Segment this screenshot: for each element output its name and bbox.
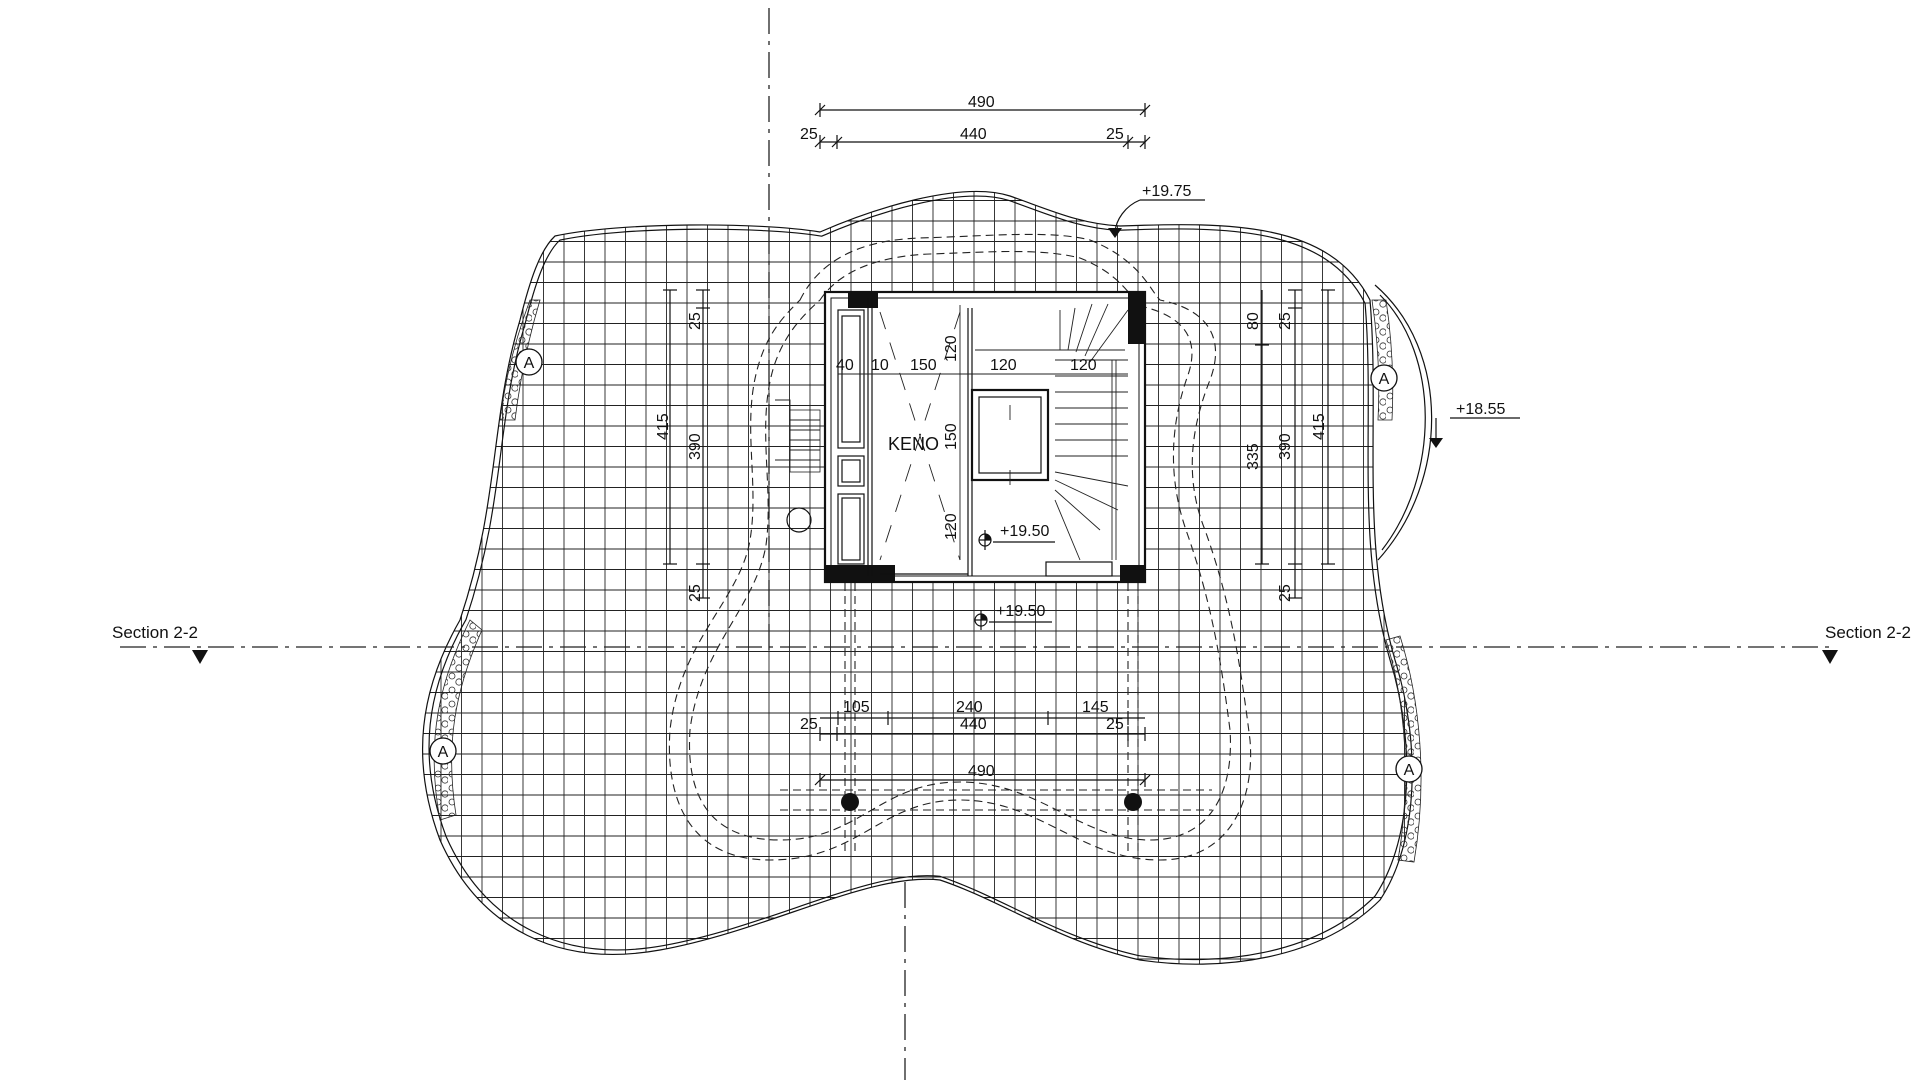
dim-right-part: 335: [1245, 443, 1262, 470]
dims-top: [814, 103, 1151, 149]
dim-bottom-left-end: 25: [800, 716, 818, 733]
dim-top-right-end: 25: [1106, 126, 1124, 143]
dim-left-inner: 390: [687, 433, 704, 460]
dims-bottom: [814, 711, 1151, 787]
dim-right-top-b: 25: [1277, 312, 1294, 330]
dim-bottom-right-end: 25: [1106, 716, 1124, 733]
svg-text:A: A: [1404, 762, 1415, 779]
dims-left: [663, 289, 710, 599]
canopy-arc: [1374, 284, 1433, 561]
svg-text:+19.50: +19.50: [996, 603, 1045, 620]
dims-right: [1255, 289, 1335, 599]
pebble-edge-right: [1371, 299, 1422, 863]
dim-top-middle: 440: [960, 126, 987, 143]
section-arrow-left: [192, 650, 208, 664]
column-dot-right: [1124, 793, 1142, 811]
dim-bottom-seg1: 105: [843, 699, 870, 716]
dim-left-top: 25: [687, 312, 704, 330]
section-label-left: Section 2-2: [112, 623, 198, 642]
dim-bottom-middle: 440: [960, 716, 987, 733]
svg-text:+19.50: +19.50: [1000, 523, 1049, 540]
level-marker-floor-inner: +19.50: [978, 523, 1055, 550]
dim-int-150h: 150: [910, 357, 937, 374]
dim-right-inner: 390: [1277, 433, 1294, 460]
svg-text:A: A: [1379, 371, 1390, 388]
dim-int-120h-b: 120: [1070, 357, 1097, 374]
dim-top-overall: 490: [968, 94, 995, 111]
dashed-contour-outer: [668, 233, 1252, 861]
roof-outline-outer: [421, 190, 1413, 965]
dim-top-left-end: 25: [800, 126, 818, 143]
column-lines: [780, 583, 1212, 855]
dim-left-outer: 415: [655, 413, 672, 440]
dim-int-10: 10: [871, 357, 889, 374]
dim-bottom-overall: 490: [968, 763, 995, 780]
section-arrow-right: [1822, 650, 1838, 664]
room-name: KENO: [888, 434, 939, 454]
svg-text:+18.55: +18.55: [1456, 401, 1505, 418]
dim-right-top-a: 80: [1245, 312, 1262, 330]
dim-int-120v-top: 120: [943, 335, 960, 362]
dim-bottom-seg2: 240: [956, 699, 983, 716]
dim-int-120h-a: 120: [990, 357, 1017, 374]
dim-right-outer: 415: [1311, 413, 1328, 440]
dim-right-bottom: 25: [1277, 584, 1294, 602]
level-marker-side: +18.55: [1429, 401, 1520, 448]
dashed-contour-inner: [688, 250, 1232, 841]
dim-left-bottom: 25: [687, 584, 704, 602]
marker-a-1: A: [515, 348, 543, 376]
dim-bottom-seg3: 145: [1082, 699, 1109, 716]
level-marker-top: +19.75: [1108, 183, 1205, 238]
section-label-right: Section 2-2: [1825, 623, 1911, 642]
marker-a-3: A: [429, 737, 457, 765]
dims-interior-lines: [838, 305, 1128, 560]
level-marker-floor-outer: +19.50: [974, 603, 1052, 630]
canopy-arc-inner: [1379, 294, 1426, 551]
dim-int-40: 40: [836, 357, 854, 374]
column-dot-left: [841, 793, 859, 811]
marker-a-2: A: [1370, 364, 1398, 392]
svg-text:A: A: [524, 355, 535, 372]
svg-text:A: A: [438, 744, 449, 761]
marker-a-4: A: [1395, 755, 1423, 783]
dim-int-120v-bottom: 120: [943, 513, 960, 540]
roof-outline-inner: [428, 195, 1408, 961]
svg-text:+19.75: +19.75: [1142, 183, 1191, 200]
dim-int-150v: 150: [943, 423, 960, 450]
building-core: [775, 290, 1147, 584]
